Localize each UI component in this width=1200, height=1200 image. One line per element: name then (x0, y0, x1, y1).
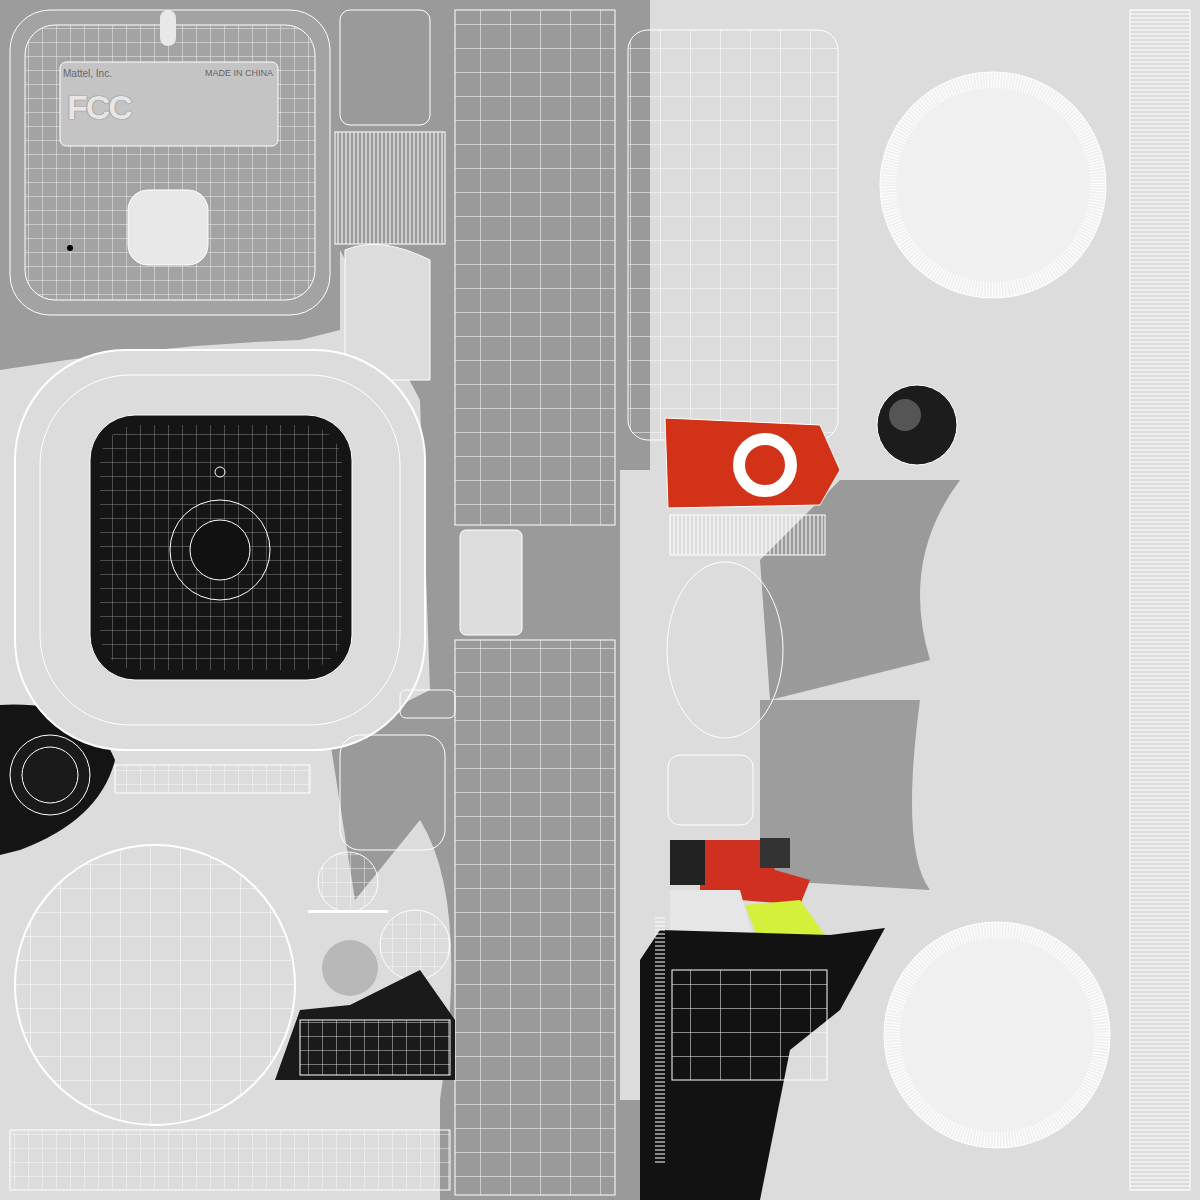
printed-label: Mattel, Inc. (63, 68, 112, 79)
printed-label: FCC (67, 88, 131, 127)
printed-label: MADE IN CHINA (205, 68, 273, 78)
